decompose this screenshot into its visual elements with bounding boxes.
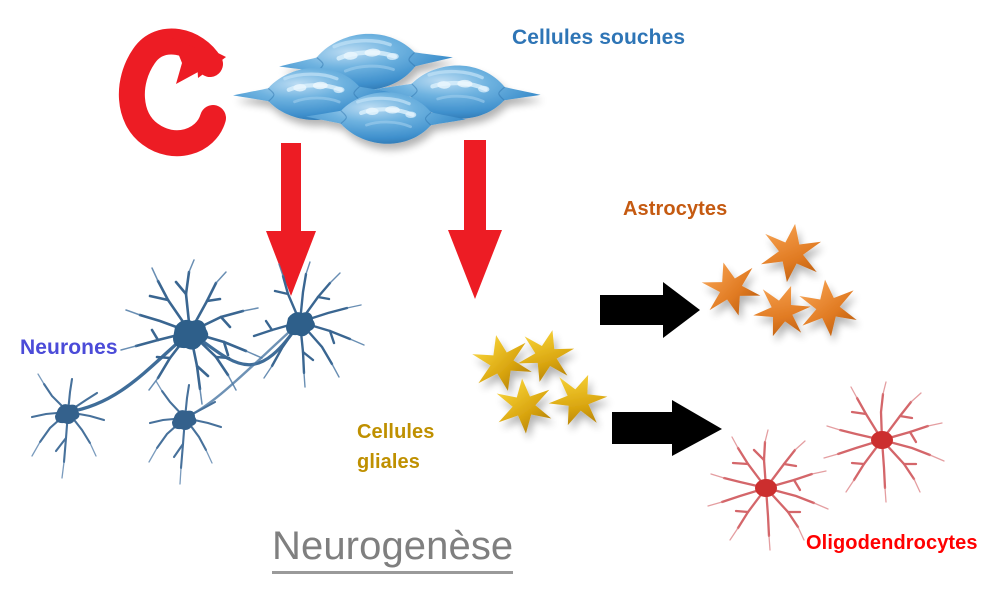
glial-star xyxy=(469,329,535,397)
label-oligodendrocytes: Oligodendrocytes xyxy=(806,532,978,554)
stem-cell xyxy=(374,63,541,122)
neuron-cell xyxy=(252,261,365,388)
diagram-title: Neurogenèse xyxy=(272,524,514,574)
oligodendrocyte-cell xyxy=(823,381,945,503)
astrocyte-star xyxy=(797,276,859,340)
neuron-network xyxy=(30,259,365,485)
label-glial-cells-line2: gliales xyxy=(357,451,420,473)
maturation-arrow-oligodendrocytes xyxy=(612,400,722,456)
oligodendrocyte-cluster xyxy=(707,381,945,551)
glial-star xyxy=(543,365,613,435)
stem-cell-cluster xyxy=(233,29,542,145)
astrocyte-star-cluster xyxy=(698,219,859,345)
label-stem-cells: Cellules souches xyxy=(512,26,686,49)
stem-cell xyxy=(233,67,396,122)
neuron-cell xyxy=(148,380,223,485)
label-astrocytes: Astrocytes xyxy=(623,198,728,220)
astrocyte-star xyxy=(698,255,764,323)
stem-cell xyxy=(305,91,466,145)
self-renewal-arrow xyxy=(119,28,226,157)
label-neurons: Neurones xyxy=(20,336,118,359)
glial-star xyxy=(495,376,553,436)
stem-cell xyxy=(278,29,455,94)
differentiation-arrow-neurons xyxy=(266,143,316,296)
astrocyte-star xyxy=(759,219,823,287)
label-glial-cells: Cellules gliales xyxy=(357,417,477,477)
differentiation-arrow-glia xyxy=(448,140,502,299)
glial-star-cluster xyxy=(469,323,613,436)
glial-star xyxy=(514,323,578,389)
label-glial-cells-line1: Cellules xyxy=(357,421,435,443)
neuron-cell xyxy=(120,259,263,405)
astrocyte-star xyxy=(748,277,816,345)
neuron-cell xyxy=(30,373,106,479)
maturation-arrow-astrocytes xyxy=(600,282,700,338)
